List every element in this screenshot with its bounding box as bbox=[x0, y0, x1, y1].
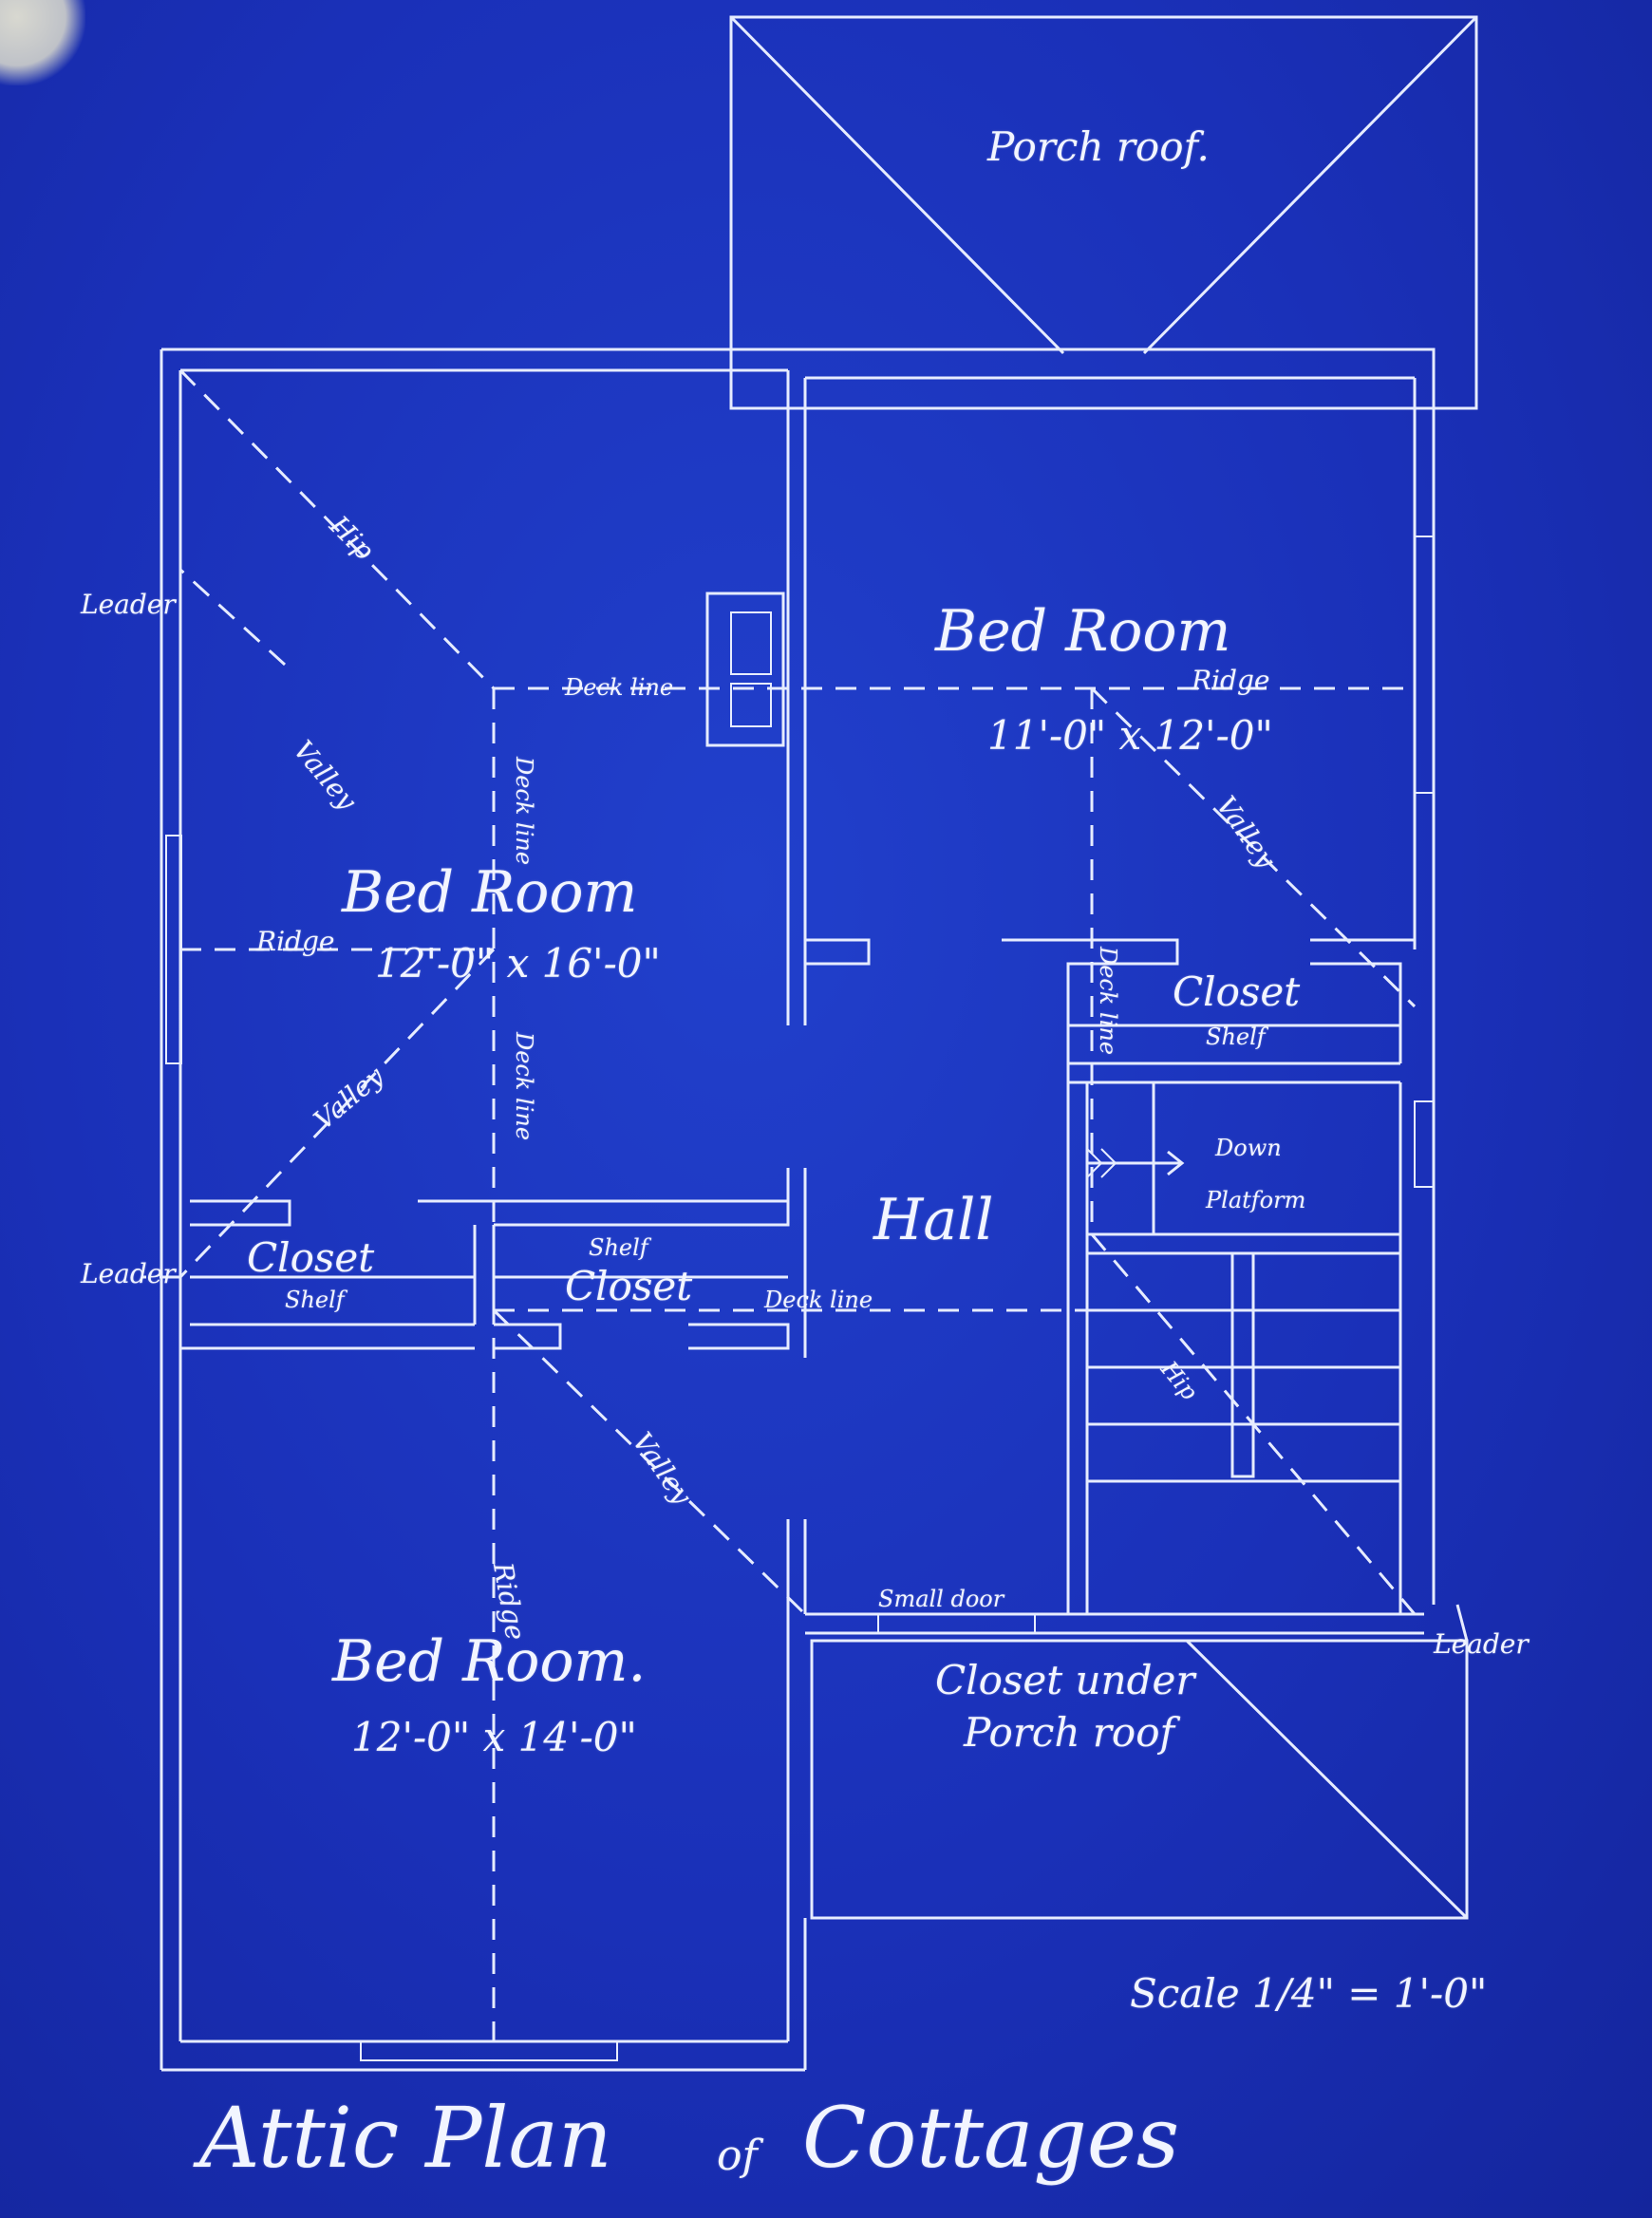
bed-room-sw-label: Bed Room. bbox=[332, 1628, 647, 1695]
closet-w-label: Closet bbox=[247, 1234, 375, 1281]
closet-c-label: Closet bbox=[565, 1263, 693, 1309]
shelf-note-1: Shelf bbox=[1206, 1024, 1266, 1050]
deckline-note-3: Deck line bbox=[511, 1031, 538, 1141]
closet-porch-label-2: Porch roof bbox=[964, 1709, 1175, 1756]
leader-note-1: Leader bbox=[81, 589, 176, 620]
small-door-note: Small door bbox=[878, 1586, 1004, 1612]
leader-note-3: Leader bbox=[1434, 1628, 1529, 1660]
interior-walls bbox=[180, 370, 1424, 2041]
windows bbox=[165, 536, 1435, 2061]
deckline-note-5: Deck line bbox=[764, 1287, 873, 1313]
closet-e-label: Closet bbox=[1173, 968, 1301, 1015]
plan-title-part2: Cottages bbox=[802, 2089, 1180, 2187]
bed-room-ne-label: Bed Room bbox=[935, 598, 1231, 665]
leader-note-2: Leader bbox=[81, 1258, 176, 1289]
stair-arrow bbox=[1086, 1148, 1185, 1178]
down-note: Down bbox=[1215, 1135, 1282, 1161]
bed-room-sw-dimensions: 12'-0" x 14'-0" bbox=[351, 1714, 637, 1760]
shelf-note-2: Shelf bbox=[285, 1287, 345, 1313]
plan-title-of: of bbox=[717, 2132, 758, 2180]
plan-title-part1: Attic Plan bbox=[199, 2089, 612, 2187]
roof-lines bbox=[142, 368, 1417, 2041]
bed-room-ne-dimensions: 11'-0" x 12'-0" bbox=[987, 712, 1273, 759]
ridge-note-1: Ridge bbox=[256, 926, 335, 957]
porch-roof-top-label: Porch roof. bbox=[987, 123, 1210, 170]
platform-note: Platform bbox=[1206, 1187, 1306, 1213]
ridge-note-2: Ridge bbox=[1192, 665, 1270, 696]
hall-label: Hall bbox=[873, 1187, 994, 1253]
deckline-note-2: Deck line bbox=[511, 756, 538, 866]
porch-roof-top bbox=[729, 15, 1478, 410]
bed-room-w-label: Bed Room bbox=[342, 859, 638, 926]
scale-note: Scale 1/4" = 1'-0" bbox=[1130, 1970, 1488, 2017]
bed-room-w-dimensions: 12'-0" x 16'-0" bbox=[375, 940, 661, 987]
torn-corner bbox=[0, 0, 85, 85]
shelf-note-3: Shelf bbox=[589, 1234, 648, 1261]
porch-roof-bottom bbox=[810, 1604, 1469, 1920]
closet-porch-label: Closet under bbox=[935, 1657, 1195, 1703]
deckline-note-1: Deck line bbox=[565, 674, 674, 701]
deckline-note-4: Deck line bbox=[1095, 946, 1122, 1056]
